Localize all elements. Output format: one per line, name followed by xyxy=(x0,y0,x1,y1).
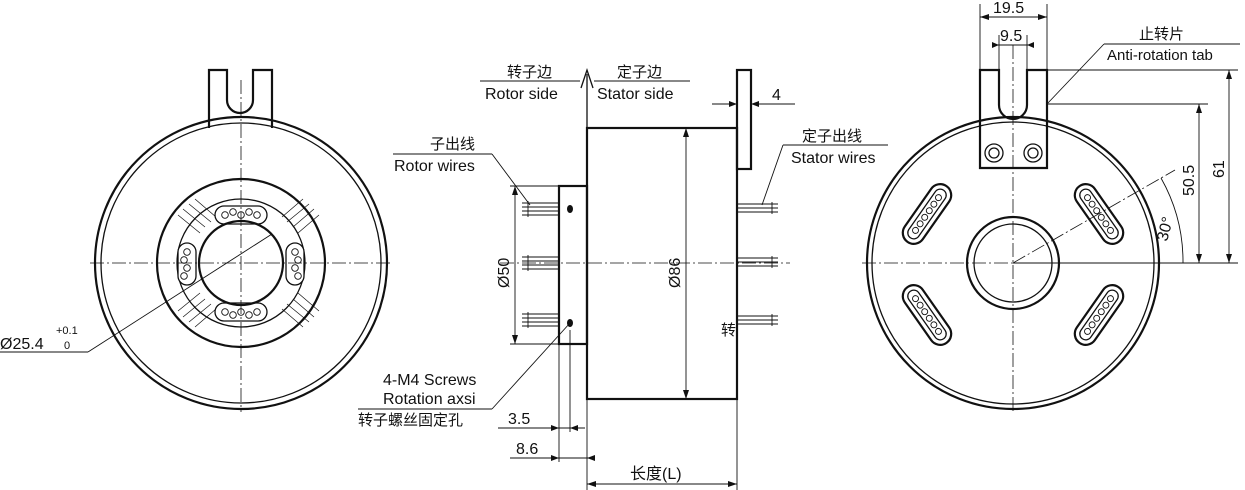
angle-arc xyxy=(1160,177,1184,264)
side-view: 转 转子边 Rotor side 定子边 Stator side 子出线 Rot… xyxy=(358,64,888,490)
tab-width-label: 19.5 xyxy=(993,0,1024,17)
screws-en: 4-M4 Screws xyxy=(383,372,476,389)
bore-tol-lower: 0 xyxy=(64,340,70,352)
rotor-wire-bottom xyxy=(522,312,559,328)
rear-view-stator-face: 19.5 9.5 止转片 Anti-rotation tab 61 50.5 3… xyxy=(862,0,1240,412)
bore-tol-upper: +0.1 xyxy=(56,325,78,337)
tab-screw-right xyxy=(1023,143,1043,163)
rotor-wire-mid xyxy=(522,255,559,271)
stator-wire-top xyxy=(737,202,778,214)
body-rect xyxy=(585,126,739,401)
rotor-wires-en: Rotor wires xyxy=(394,158,475,175)
rotor-wire-top xyxy=(522,201,559,217)
stator-slot-top-right xyxy=(1073,183,1125,245)
stator-slot-top-left xyxy=(901,183,953,245)
dim4-arrow-r xyxy=(751,101,759,107)
stator-mark: 转 xyxy=(721,322,736,339)
flange-dia-label: Ø50 xyxy=(496,258,513,288)
screw-hole-top xyxy=(567,205,573,213)
rotor-side-en: Rotor side xyxy=(485,86,558,103)
side-divider-arrowhead xyxy=(580,67,594,89)
left-tab xyxy=(207,68,274,128)
front-view-rotor-face: Ø25.4 +0.1 0 xyxy=(0,68,392,412)
bore-dia-label: Ø25.4 xyxy=(0,336,44,353)
anti-rotation-leader xyxy=(1046,43,1105,105)
stator-wires-cn: 定子出线 xyxy=(802,128,862,145)
rotation-en: Rotation axsi xyxy=(383,391,476,408)
dim4-arrow-l xyxy=(729,101,737,107)
stator-wire-mid xyxy=(737,256,778,268)
anti-rotation-plate xyxy=(735,68,753,171)
screws-leader xyxy=(491,322,571,410)
right-tab xyxy=(978,68,1049,170)
tab-thickness-label: 4 xyxy=(772,87,781,104)
dim-8-6-label: 8.6 xyxy=(516,441,538,458)
anti-rotation-en: Anti-rotation tab xyxy=(1107,47,1213,64)
stator-wires-leader xyxy=(761,144,784,206)
dim-61-label: 61 xyxy=(1211,160,1228,178)
rotor-wires-cn: 子出线 xyxy=(430,136,475,153)
dim-3-5-label: 3.5 xyxy=(508,411,530,428)
left-wire-capsule-right xyxy=(285,242,305,286)
rotor-wire-bundles xyxy=(522,201,559,328)
rotor-side-cn: 转子边 xyxy=(507,64,552,81)
stator-wire-bottom xyxy=(737,314,778,326)
rotor-wires-leader xyxy=(491,153,531,206)
screws-cn: 转子螺丝固定孔 xyxy=(358,412,463,429)
stator-slot-bottom-left xyxy=(901,284,953,346)
stator-side-cn: 定子边 xyxy=(617,64,662,81)
stator-wires-en: Stator wires xyxy=(791,150,875,167)
anti-rotation-cn: 止转片 xyxy=(1139,26,1184,43)
body-dia-label: Ø86 xyxy=(667,258,684,288)
stator-side-en: Stator side xyxy=(597,86,674,103)
rotor-flange xyxy=(557,184,589,346)
stator-slot-bottom-right xyxy=(1073,284,1125,346)
bore-leader xyxy=(87,233,273,353)
left-wire-capsule-left xyxy=(177,242,197,286)
stator-wire-bundles xyxy=(737,202,778,326)
left-wire-capsule-top xyxy=(214,205,268,225)
tab-slot-label: 9.5 xyxy=(1000,28,1022,45)
dim-50-5-label: 50.5 xyxy=(1181,165,1198,196)
angle-label: 30° xyxy=(1154,215,1177,243)
length-label: 长度(L) xyxy=(630,465,682,483)
tab-screw-left xyxy=(984,143,1004,163)
